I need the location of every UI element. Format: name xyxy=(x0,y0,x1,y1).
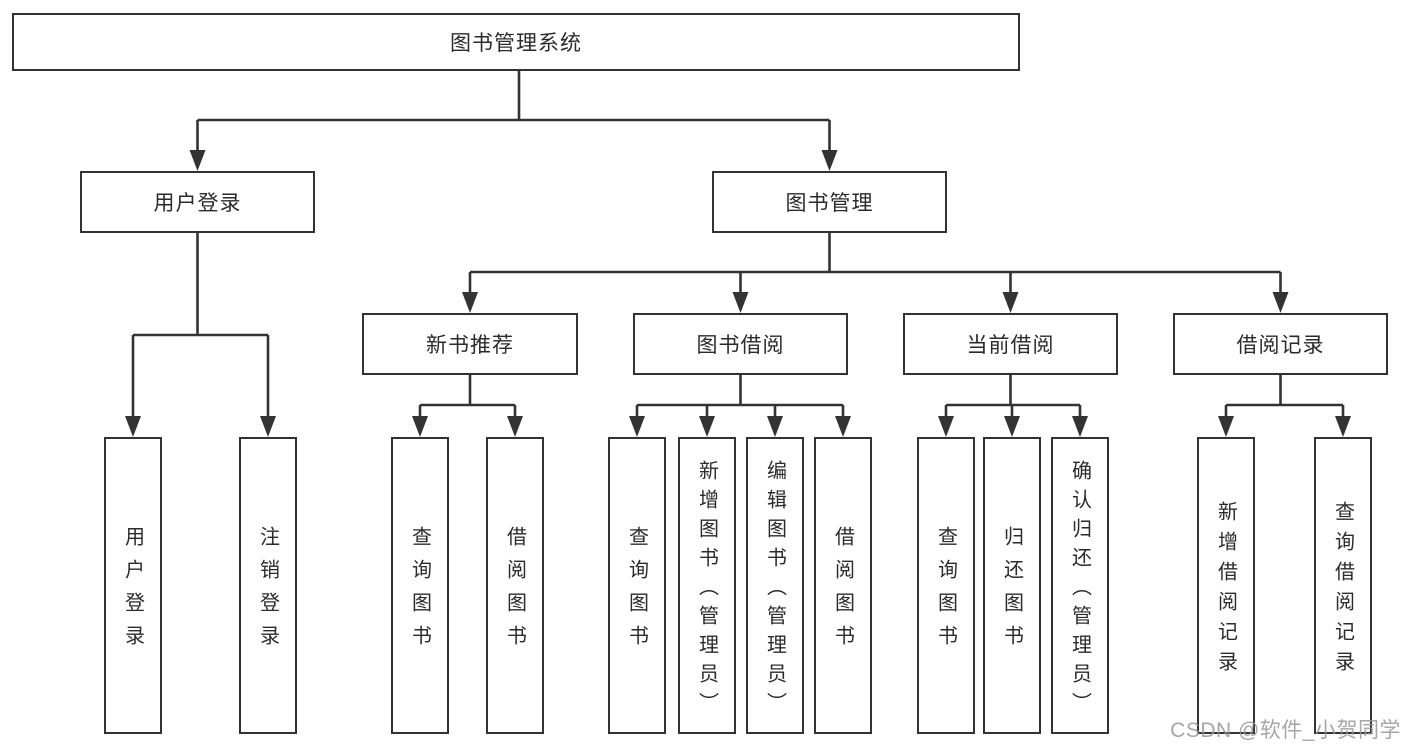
node-query-books-recommend: 查询图书 xyxy=(391,437,449,734)
node-book-borrow-label: 图书借阅 xyxy=(696,334,785,357)
node-query-books-current: 查询图书 xyxy=(917,437,975,734)
node-borrow-records: 借阅记录 xyxy=(1173,313,1388,375)
node-confirm-return-admin: 确认归还（管理员） xyxy=(1051,437,1109,734)
node-new-book-recommend: 新书推荐 xyxy=(362,313,578,375)
node-query-borrow-record-label: 查询借阅记录 xyxy=(1331,500,1354,681)
node-library-system: 图书管理系统 xyxy=(12,13,1020,71)
node-user-login-label: 用户登录 xyxy=(153,192,242,215)
node-borrow-records-label: 借阅记录 xyxy=(1236,334,1325,357)
node-confirm-return-admin-label: 确认归还（管理员） xyxy=(1068,459,1091,721)
watermark-text: CSDN @软件_小贺同学 xyxy=(1170,719,1401,742)
node-user-login-action-label: 用户登录 xyxy=(121,526,144,658)
node-query-books-borrow-label: 查询图书 xyxy=(625,526,648,658)
node-logout-action: 注销登录 xyxy=(239,437,297,734)
node-new-book-recommend-label: 新书推荐 xyxy=(426,334,514,357)
node-borrow-books-action: 借阅图书 xyxy=(814,437,872,734)
node-return-books-label: 归还图书 xyxy=(1000,526,1023,658)
node-borrow-books-recommend-label: 借阅图书 xyxy=(503,526,526,658)
node-add-books-admin-label: 新增图书（管理员） xyxy=(695,459,718,721)
node-user-login-action: 用户登录 xyxy=(104,437,162,734)
node-current-borrow: 当前借阅 xyxy=(903,313,1118,375)
node-add-books-admin: 新增图书（管理员） xyxy=(678,437,736,734)
node-book-management-label: 图书管理 xyxy=(785,192,874,215)
node-query-books-recommend-label: 查询图书 xyxy=(408,526,431,658)
node-add-borrow-record-label: 新增借阅记录 xyxy=(1214,500,1237,681)
node-edit-books-admin: 编辑图书（管理员） xyxy=(746,437,804,734)
node-book-management: 图书管理 xyxy=(712,171,947,233)
node-query-books-borrow: 查询图书 xyxy=(608,437,666,734)
node-logout-action-label: 注销登录 xyxy=(256,526,279,658)
node-return-books: 归还图书 xyxy=(983,437,1041,734)
node-library-system-label: 图书管理系统 xyxy=(450,32,582,55)
node-current-borrow-label: 当前借阅 xyxy=(966,334,1055,357)
node-borrow-books-recommend: 借阅图书 xyxy=(486,437,544,734)
node-borrow-books-action-label: 借阅图书 xyxy=(831,526,854,658)
node-edit-books-admin-label: 编辑图书（管理员） xyxy=(763,459,786,721)
node-add-borrow-record: 新增借阅记录 xyxy=(1197,437,1255,734)
node-user-login: 用户登录 xyxy=(80,171,315,233)
node-query-borrow-record: 查询借阅记录 xyxy=(1314,437,1372,734)
node-book-borrow: 图书借阅 xyxy=(633,313,848,375)
node-query-books-current-label: 查询图书 xyxy=(934,526,957,658)
